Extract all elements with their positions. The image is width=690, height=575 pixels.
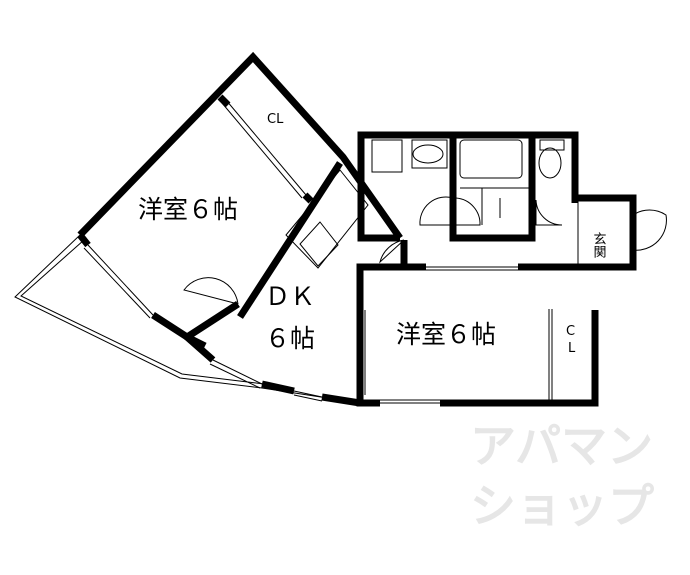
balcony xyxy=(14,234,361,404)
room-label-western-2: 洋室６帖 xyxy=(396,320,496,349)
room-label-entrance: 玄関 xyxy=(591,232,607,259)
watermark-line2: ショップ xyxy=(470,479,654,533)
room-label-closet-2-l: L xyxy=(568,341,576,356)
room-label-dk-size: ６帖 xyxy=(265,324,315,353)
room-label-western-1: 洋室６帖 xyxy=(138,195,238,224)
interior-lines xyxy=(83,99,667,404)
watermark-line1: アパマン xyxy=(470,419,653,473)
room-label-dk: ＤＫ xyxy=(265,282,315,311)
watermark-logo: アパマン ショップ xyxy=(470,419,654,533)
walls xyxy=(77,51,637,407)
room-label-closet-2-c: C xyxy=(566,324,575,339)
room-label-closet-1: CL xyxy=(267,112,284,127)
